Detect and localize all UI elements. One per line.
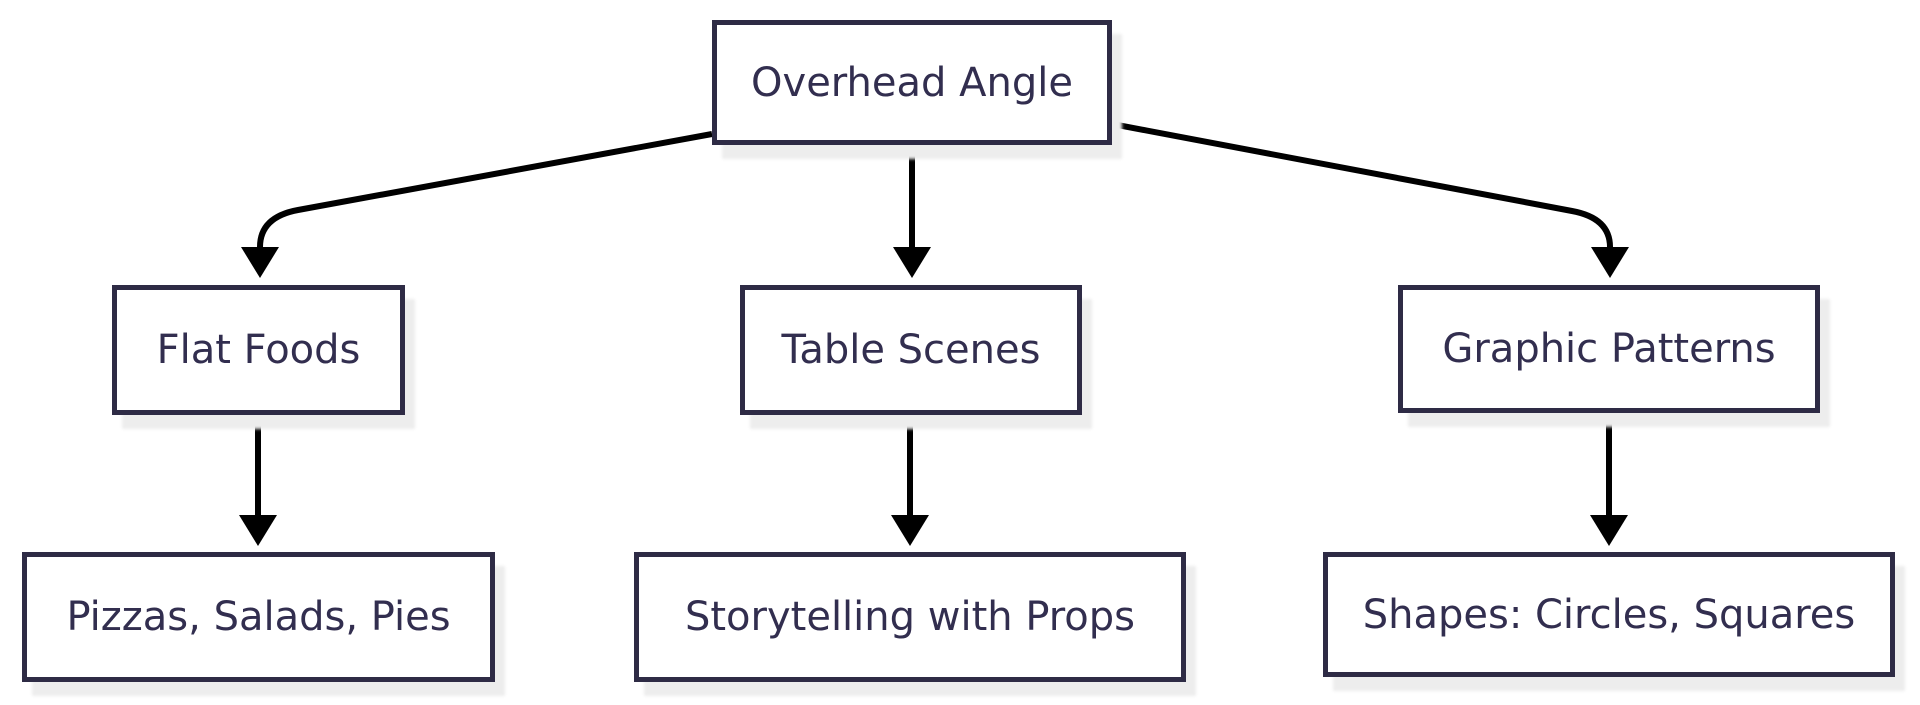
node-graphic-patterns-label: Graphic Patterns <box>1442 326 1776 372</box>
arrowhead-table-scenes <box>893 247 931 278</box>
node-pizzas-salads-pies: Pizzas, Salads, Pies <box>22 552 495 682</box>
arrowhead-storytelling <box>891 515 929 546</box>
arrowhead-pizzas <box>239 515 277 546</box>
node-shapes-circles-squares-label: Shapes: Circles, Squares <box>1362 591 1856 638</box>
edge-root-to-graphic-patterns <box>1111 121 1613 248</box>
node-shapes-circles-squares: Shapes: Circles, Squares <box>1323 552 1895 677</box>
node-flat-foods-label: Flat Foods <box>156 327 361 373</box>
node-flat-foods: Flat Foods <box>112 285 405 415</box>
node-overhead-angle: Overhead Angle <box>712 20 1112 145</box>
node-graphic-patterns: Graphic Patterns <box>1398 285 1820 413</box>
node-storytelling-with-props: Storytelling with Props <box>634 552 1186 682</box>
arrowhead-graphic-patterns <box>1591 247 1629 278</box>
node-table-scenes-label: Table Scenes <box>781 327 1041 373</box>
node-table-scenes: Table Scenes <box>740 285 1082 415</box>
node-pizzas-salads-pies-label: Pizzas, Salads, Pies <box>66 594 451 640</box>
arrowhead-shapes <box>1590 515 1628 546</box>
edge-root-to-flat-foods <box>257 131 713 248</box>
node-storytelling-with-props-label: Storytelling with Props <box>684 594 1136 640</box>
node-overhead-angle-label: Overhead Angle <box>751 59 1073 106</box>
arrowhead-flat-foods <box>241 247 279 278</box>
